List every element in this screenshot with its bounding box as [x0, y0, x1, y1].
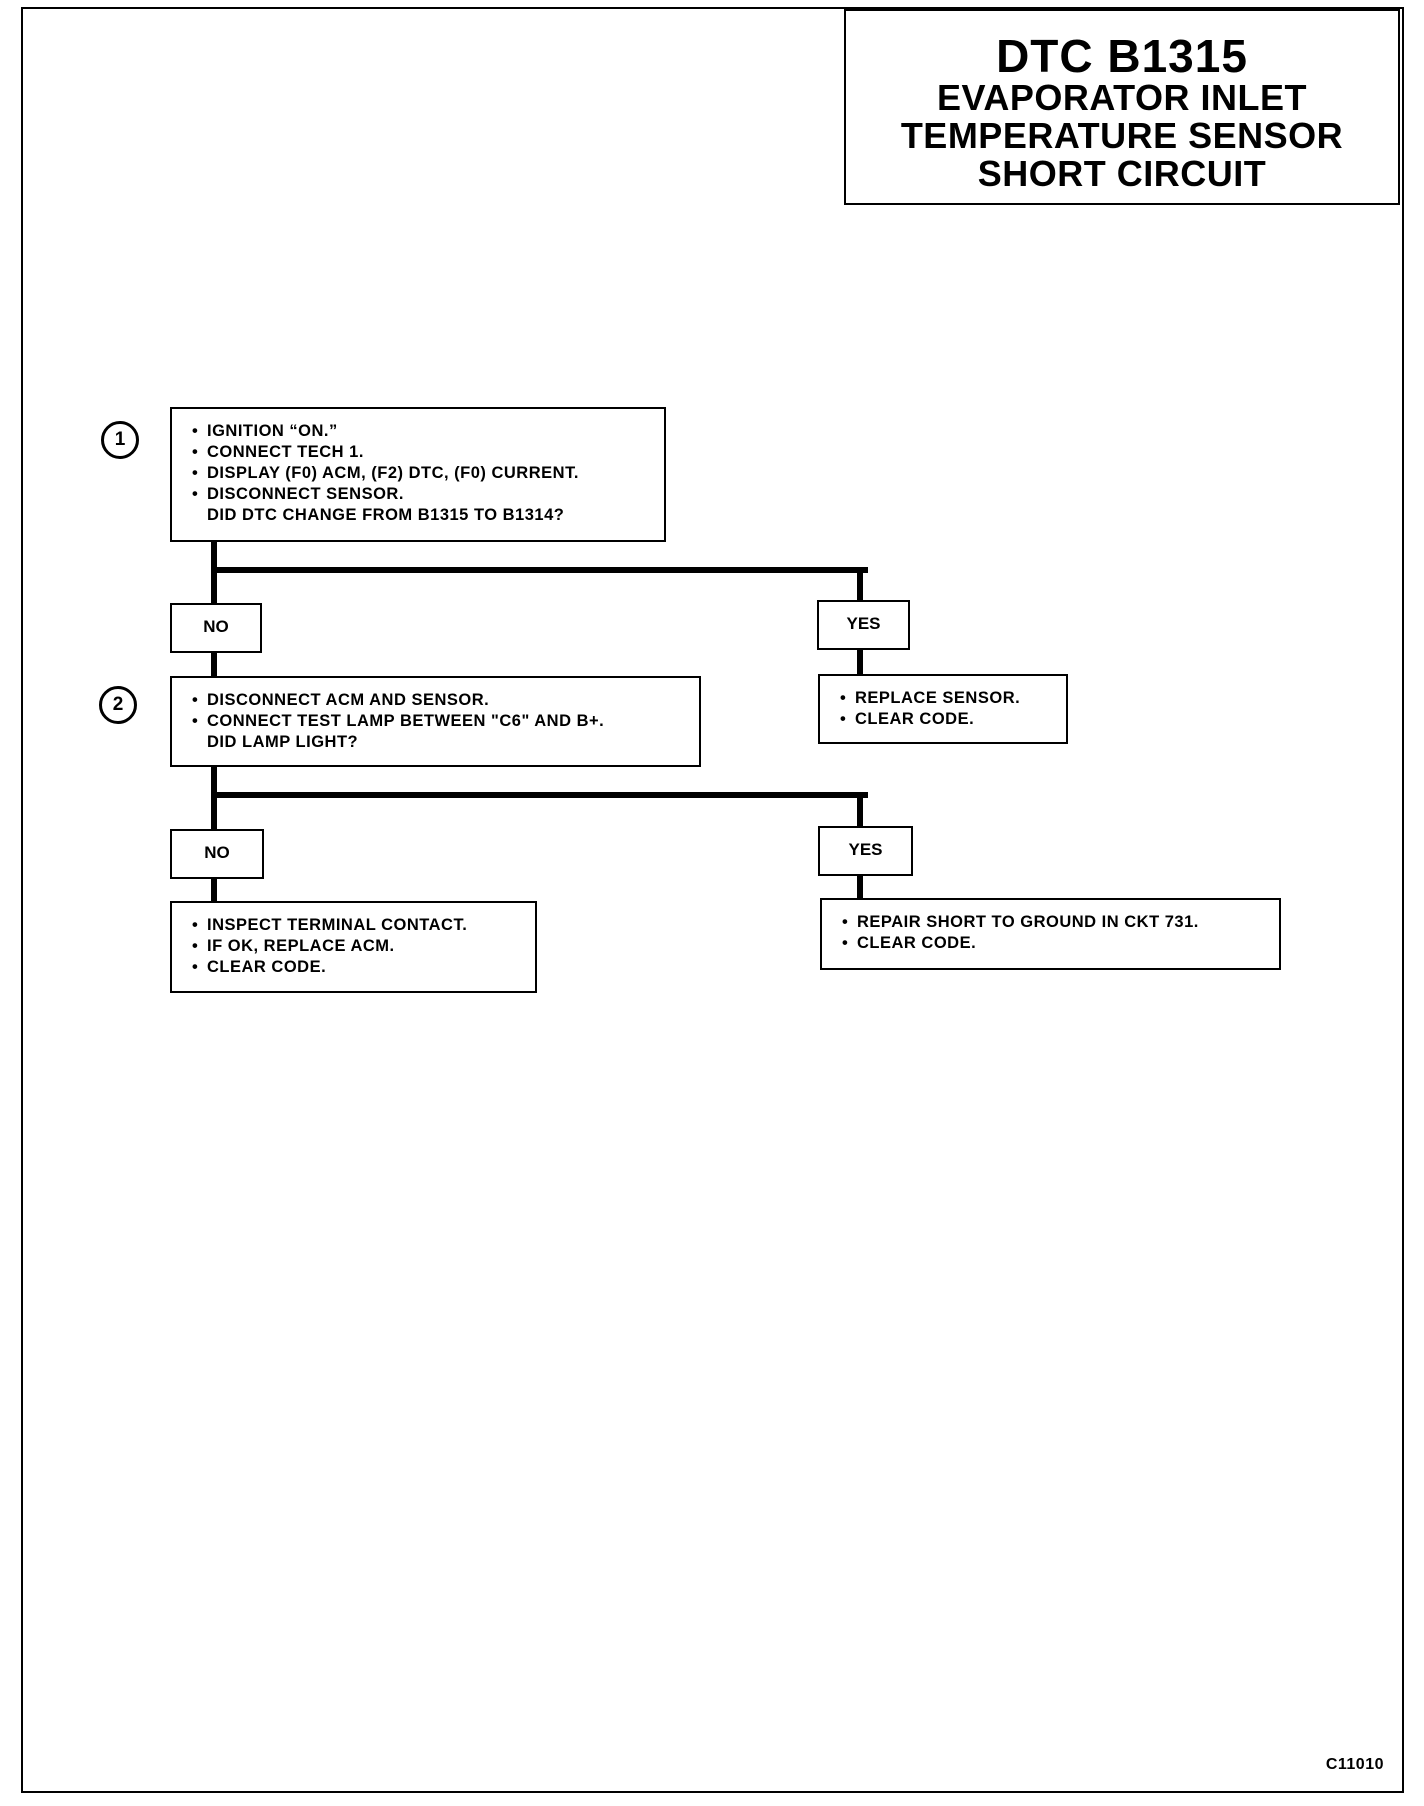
step-1-item: IGNITION “ON.”: [192, 421, 654, 442]
title-line-3: TEMPERATURE SENSOR: [900, 115, 1344, 156]
connector-line: [211, 567, 868, 573]
result-item: CLEAR CODE.: [192, 957, 525, 978]
connector-line: [857, 650, 863, 675]
step-1-item: CONNECT TECH 1.: [192, 442, 654, 463]
title-dtc-code: DTC B1315: [996, 30, 1248, 82]
step-1-yes-label: YES: [817, 600, 910, 650]
connector-line: [211, 879, 217, 902]
step-2-no-label: NO: [170, 829, 264, 879]
figure-code: C11010: [1325, 1756, 1384, 1773]
step-2-number: 2: [99, 686, 137, 724]
connector-line: [211, 767, 217, 829]
step-2-question: DID LAMP LIGHT?: [207, 733, 359, 751]
step-2-yes-label: YES: [818, 826, 913, 876]
connector-line: [211, 792, 868, 798]
title-line-2: EVAPORATOR INLET: [936, 77, 1308, 118]
connector-line: [857, 567, 863, 601]
step-1-item: DISCONNECT SENSOR.: [192, 484, 654, 505]
step-2-box: DISCONNECT ACM AND SENSOR. CONNECT TEST …: [170, 676, 701, 767]
connector-line: [857, 792, 863, 828]
result-item: INSPECT TERMINAL CONTACT.: [192, 915, 525, 936]
connector-line: [857, 876, 863, 900]
step-2-item: DISCONNECT ACM AND SENSOR.: [192, 690, 689, 711]
title-line-4: SHORT CIRCUIT: [977, 153, 1267, 194]
page-frame: [21, 7, 1404, 1793]
connector-line: [211, 542, 217, 604]
step-1-yes-result: REPLACE SENSOR. CLEAR CODE.: [818, 674, 1068, 744]
step-1-question: DID DTC CHANGE FROM B1315 TO B1314?: [207, 506, 565, 524]
step-2-item: CONNECT TEST LAMP BETWEEN "C6" AND B+.: [192, 711, 689, 732]
result-item: IF OK, REPLACE ACM.: [192, 936, 525, 957]
step-1-no-label: NO: [170, 603, 262, 653]
step-2-no-result: INSPECT TERMINAL CONTACT. IF OK, REPLACE…: [170, 901, 537, 993]
result-item: CLEAR CODE.: [842, 933, 1269, 954]
result-item: REPAIR SHORT TO GROUND IN CKT 731.: [842, 912, 1269, 933]
step-1-item: DISPLAY (F0) ACM, (F2) DTC, (F0) CURRENT…: [192, 463, 654, 484]
result-item: REPLACE SENSOR.: [840, 688, 1056, 709]
connector-line: [211, 653, 217, 677]
step-2-yes-result: REPAIR SHORT TO GROUND IN CKT 731. CLEAR…: [820, 898, 1281, 970]
step-1-number: 1: [101, 421, 139, 459]
title-block: DTC B1315 EVAPORATOR INLET TEMPERATURE S…: [844, 9, 1400, 205]
step-1-box: IGNITION “ON.” CONNECT TECH 1. DISPLAY (…: [170, 407, 666, 542]
result-item: CLEAR CODE.: [840, 709, 1056, 730]
